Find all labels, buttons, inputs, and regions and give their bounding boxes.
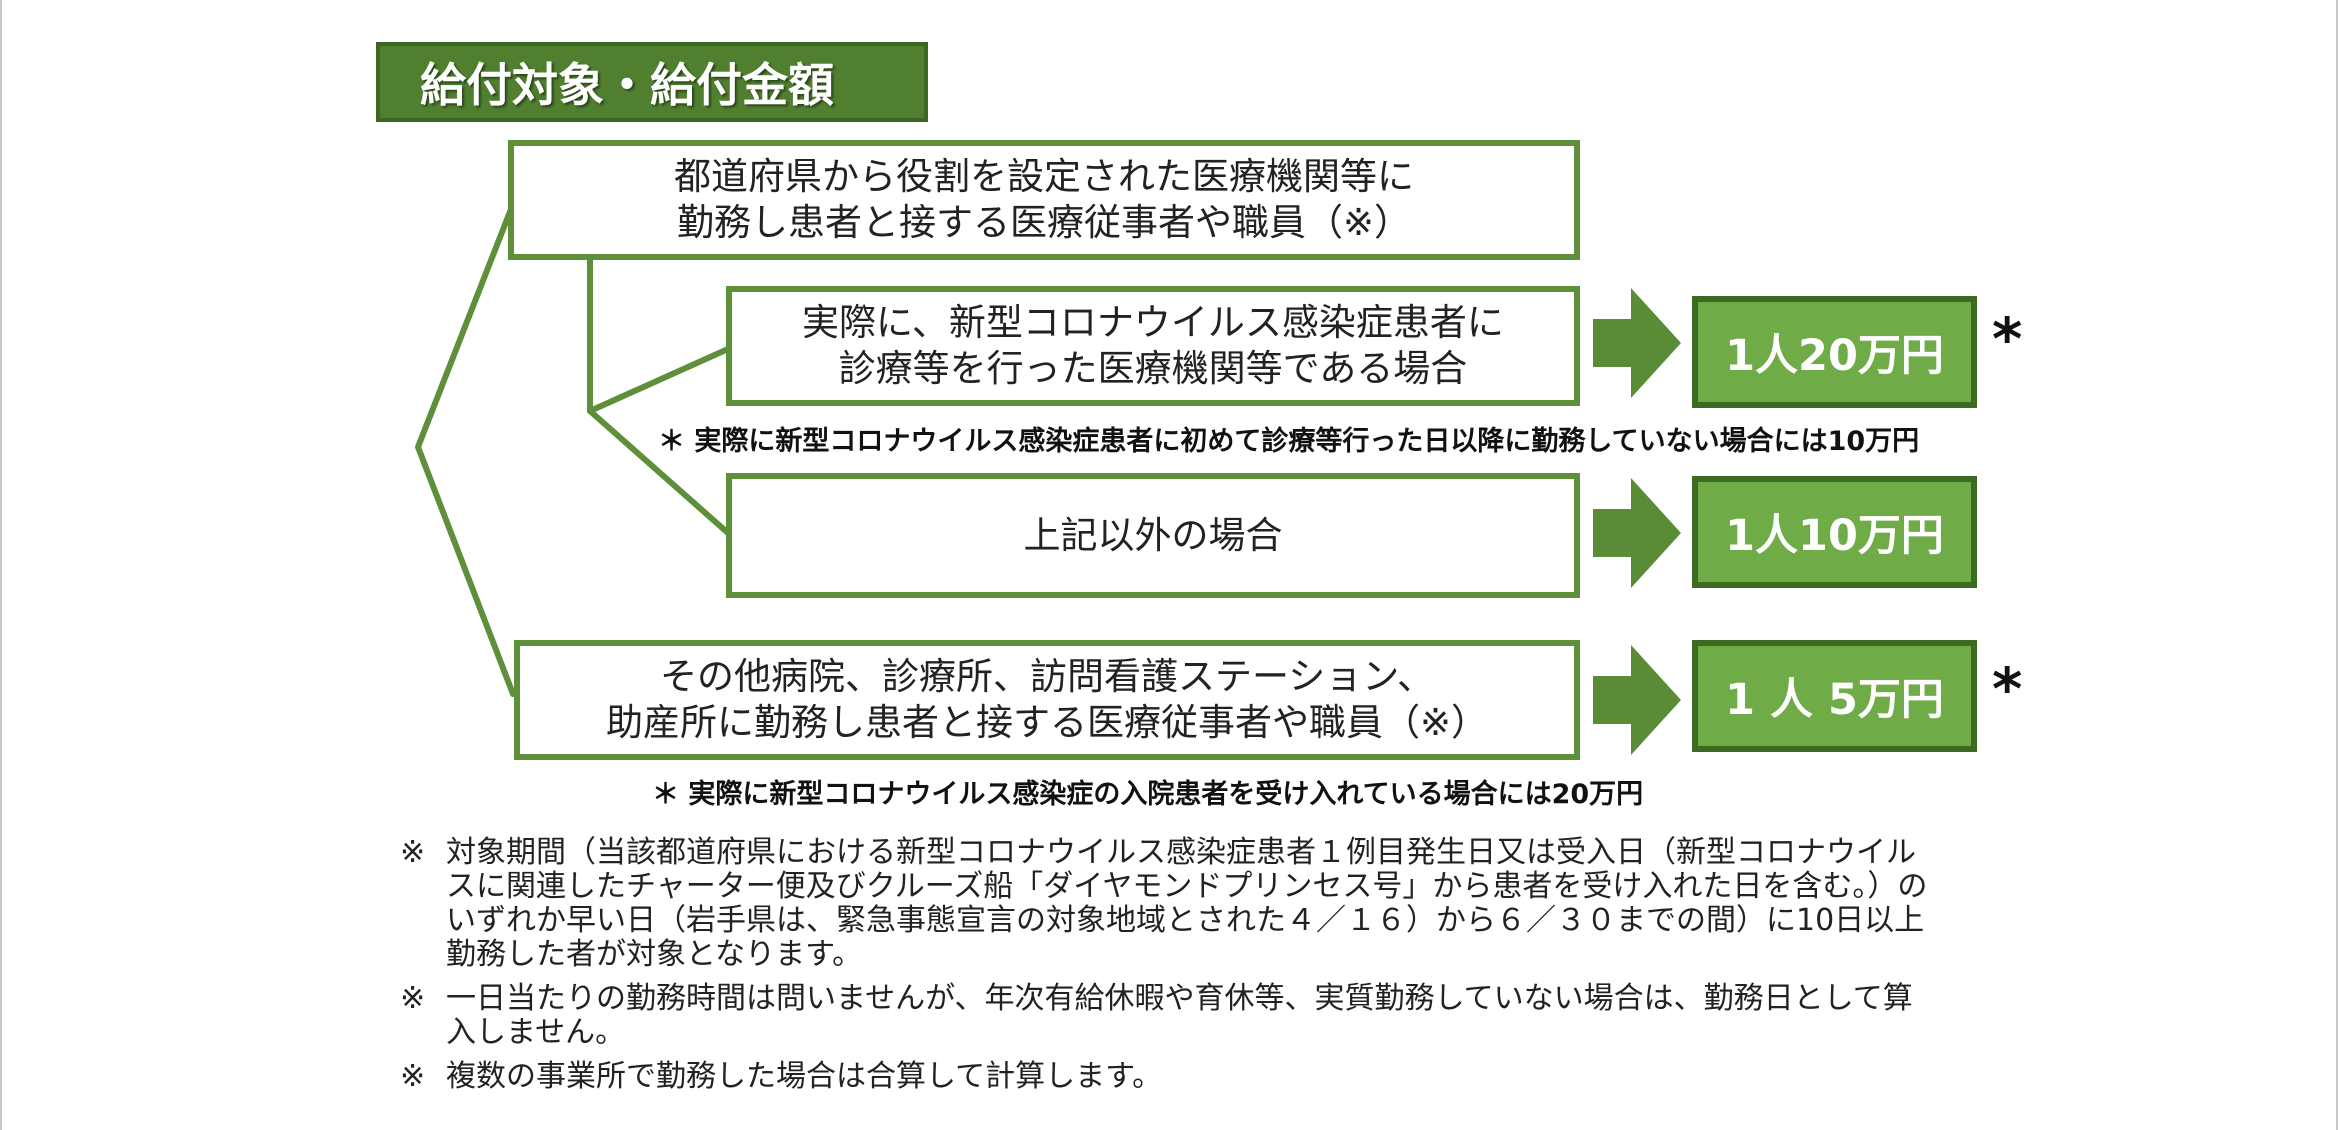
branch-actual-line — [587, 346, 731, 414]
footnote-line: いずれか早い日（岩手県は、緊急事態宣言の対象地域とされた４／１６）から６／３０ま… — [446, 903, 1925, 938]
box-text-line: 勤務し患者と接する医療従事者や職員（※） — [676, 201, 1411, 244]
amount-badge-200k: 1人20万円 — [1692, 296, 1977, 408]
box-text-line: 診療等を行った医療機関等である場合 — [838, 347, 1468, 390]
footnote-line: 入しません。 — [446, 1015, 626, 1050]
branch-other-line — [587, 408, 731, 536]
page-title: 給付対象・給付金額 — [376, 42, 928, 122]
right-frame-line — [2336, 0, 2338, 1130]
box-text-line: 都道府県から役割を設定された医療機関等に — [674, 155, 1414, 198]
box-text-line: 助産所に勤務し患者と接する医療従事者や職員（※） — [605, 701, 1488, 744]
amount-badge-100k: 1人10万円 — [1692, 476, 1977, 588]
footnote-item: ※ 複数の事業所で勤務した場合は合算して計算します。 — [400, 1060, 2100, 1094]
box-designated-institutions: 都道府県から役割を設定された医療機関等に 勤務し患者と接する医療従事者や職員（※… — [508, 140, 1580, 260]
right-arrow-icon — [1593, 645, 1681, 755]
footnote-line: 対象期間（当該都道府県における新型コロナウイルス感染症患者１例目発生日又は受入日… — [446, 835, 1916, 870]
box-text-line: その他病院、診療所、訪問看護ステーション、 — [659, 655, 1435, 698]
box-actual-treatment: 実際に、新型コロナウイルス感染症患者に 診療等を行った医療機関等である場合 — [726, 286, 1580, 406]
main-bracket-line — [415, 201, 516, 697]
footnote-line: 複数の事業所で勤務した場合は合算して計算します。 — [446, 1059, 1163, 1094]
footnote-item: ※ 一日当たりの勤務時間は問いませんが、年次有給休暇や育休等、実質勤務していない… — [400, 982, 2100, 1050]
asterisk-mark: * — [1992, 655, 2023, 723]
footnote-line: 勤務した者が対象となります。 — [446, 937, 863, 972]
box-text-line: 実際に、新型コロナウイルス感染症患者に — [802, 301, 1504, 344]
amount-badge-50k: 1 人 5万円 — [1692, 640, 1977, 752]
footnote-mark: ※ — [400, 835, 426, 870]
note-actual-treatment: ＊ 実際に新型コロナウイルス感染症患者に初めて診療等行った日以降に勤務していない… — [658, 426, 1920, 457]
box-text-line: 上記以外の場合 — [1023, 513, 1283, 557]
footnote-mark: ※ — [400, 1059, 426, 1094]
left-frame-line — [0, 0, 2, 1130]
box-other-facilities: その他病院、診療所、訪問看護ステーション、 助産所に勤務し患者と接する医療従事者… — [514, 640, 1580, 760]
asterisk-mark: * — [1992, 305, 2023, 373]
footnote-line: スに関連したチャーター便及びクルーズ船「ダイヤモンドプリンセス号」から患者を受け… — [446, 869, 1928, 904]
footnote-item: ※ 対象期間（当該都道府県における新型コロナウイルス感染症患者１例目発生日又は受… — [400, 836, 2100, 972]
note-inpatients: ＊ 実際に新型コロナウイルス感染症の入院患者を受け入れている場合には20万円 — [652, 779, 1644, 810]
footnote-line: 一日当たりの勤務時間は問いませんが、年次有給休暇や育休等、実質勤務していない場合… — [446, 981, 1913, 1016]
right-arrow-icon — [1593, 288, 1681, 398]
footnote-mark: ※ — [400, 981, 426, 1016]
right-arrow-icon — [1593, 478, 1681, 588]
footnotes: ※ 対象期間（当該都道府県における新型コロナウイルス感染症患者１例目発生日又は受… — [400, 836, 2100, 1104]
box-other-cases: 上記以外の場合 — [726, 473, 1580, 598]
